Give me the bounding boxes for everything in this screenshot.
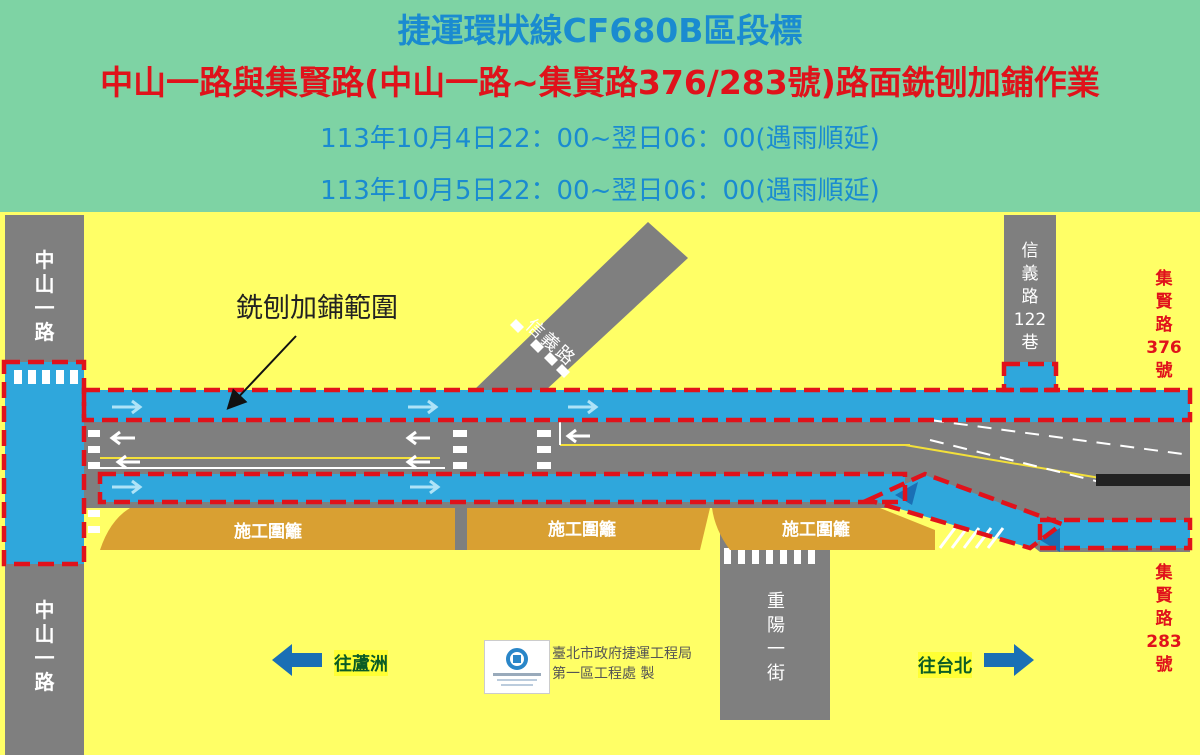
xinyi-lane-label: 信 義 路 122 巷 <box>1013 241 1047 353</box>
work-description: 中山一路與集賢路(中山一路~集賢路376/283號)路面銑刨加鋪作業 <box>100 63 1100 102</box>
boundary-zhongshan <box>1 359 87 567</box>
agency-logo <box>484 640 550 694</box>
fence-label-3: 施工圍籬 <box>782 520 850 540</box>
jixian-283-label: 集 賢 路 283 號 <box>1146 563 1182 675</box>
work-zone-lower <box>100 474 905 502</box>
crosswalk-xinyi-west <box>453 430 467 469</box>
zhongshan-label-bottom: 中 山 一 路 <box>34 598 55 694</box>
work-zone-taper <box>870 475 1060 548</box>
zhongshan-label-top: 中 山 一 路 <box>34 248 55 344</box>
hatch-area <box>938 527 1005 549</box>
fence-1 <box>100 508 455 550</box>
fence-2 <box>467 508 710 550</box>
xinyi-lane-road <box>1004 215 1056 390</box>
project-title: 捷運環狀線CF680B區段標 <box>397 11 803 50</box>
work-zone-lane <box>1004 362 1056 390</box>
boundary-right <box>1037 517 1193 551</box>
fence-label-1: 施工圍籬 <box>234 522 302 542</box>
milling-scope-label: 銑刨加鋪範圍 <box>236 293 398 324</box>
xinyi-road <box>474 222 688 390</box>
lane-arrows <box>109 399 599 495</box>
arrow-east-icon <box>984 644 1034 676</box>
boundary-lane <box>1001 361 1059 393</box>
chongyang-label: 重 陽 一 街 <box>767 591 785 684</box>
crosswalk-zhongshan <box>14 370 78 384</box>
header-banner: 捷運環狀線CF680B區段標 中山一路與集賢路(中山一路~集賢路376/283號… <box>0 0 1200 212</box>
agency-division: 第一區工程處 製 <box>552 666 655 682</box>
crosswalk-west <box>88 430 100 533</box>
crosswalk-xinyi <box>510 319 570 378</box>
crosswalk-xinyi-east <box>537 430 551 469</box>
direction-taipei: 往台北 <box>918 652 972 678</box>
agency-name: 臺北市政府捷運工程局 <box>552 646 692 662</box>
agency-credit: 臺北市政府捷運工程局 第一區工程處 製 <box>552 644 692 684</box>
direction-luzhou: 往蘆洲 <box>334 650 388 676</box>
schedule-day-1: 113年10月4日22：00~翌日06：00(遇雨順延) <box>320 124 880 154</box>
fence-3 <box>712 508 935 550</box>
work-zone-right <box>1040 520 1190 548</box>
fence-label-2: 施工圍籬 <box>548 520 616 540</box>
schedule-day-2: 113年10月5日22：00~翌日06：00(遇雨順延) <box>320 176 880 206</box>
boundary-lower <box>97 471 908 505</box>
callout-arrow <box>226 335 297 410</box>
crosswalk-chongyang <box>724 548 815 564</box>
arrow-west-icon <box>272 644 322 676</box>
jixian-376-label: 集 賢 路 376 號 <box>1146 269 1182 381</box>
work-zone-zhongshan <box>5 362 84 564</box>
boundary-upper <box>81 387 1193 423</box>
work-zone-upper <box>84 390 1190 422</box>
